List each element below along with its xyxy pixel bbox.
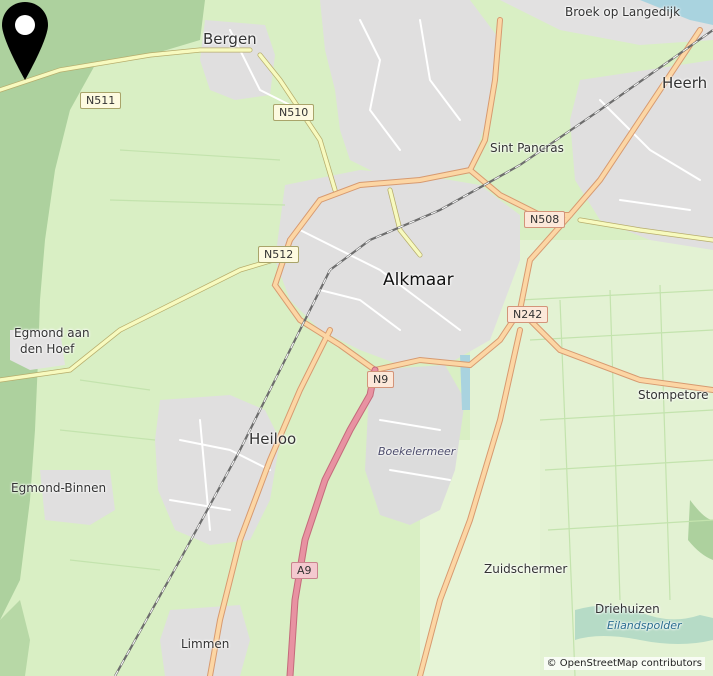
- motorway-a9: [287, 367, 378, 676]
- place-label-zuidschermer: Zuidschermer: [484, 562, 568, 576]
- forest-patch: [0, 600, 30, 676]
- dune-forest: [0, 0, 205, 620]
- urban-broek: [500, 0, 713, 45]
- place-label-heiloo: Heiloo: [249, 430, 297, 448]
- eilandspolder-wetland: [575, 605, 713, 644]
- road-shield-n511: N511: [80, 92, 122, 109]
- place-label-limmen: Limmen: [181, 637, 230, 651]
- urban-alkmaar-north: [320, 0, 500, 180]
- urban-egmond-binnen: [40, 470, 115, 525]
- urban-egmond-aan-den-hoef: [10, 330, 65, 370]
- place-label-driehuizen: Driehuizen: [595, 602, 660, 616]
- road-shield-n510: N510: [273, 104, 315, 121]
- urban-limmen: [160, 605, 250, 676]
- place-label-egmond-binnen: Egmond-Binnen: [11, 481, 107, 495]
- place-label-boekelermeer: Boekelermeer: [378, 445, 456, 458]
- place-label-stompetoren: Stompetore: [638, 388, 709, 402]
- primary-roads: [208, 18, 713, 676]
- canal: [460, 355, 470, 410]
- place-label-heerhugowaard: Heerh: [662, 74, 708, 92]
- road-shield-n9: N9: [367, 371, 395, 388]
- ditches: [59, 149, 713, 676]
- road-shield-n508: N508: [524, 211, 566, 228]
- place-label-broek-op-langedijk: Broek op Langedijk: [565, 5, 681, 19]
- place-label-egmond-aan-den-hoef-line1: Egmond aan: [14, 326, 90, 340]
- place-label-bergen: Bergen: [203, 30, 257, 48]
- urban-boekelermeer: [365, 365, 465, 525]
- minor-roads: [169, 19, 701, 531]
- road-shield-n242: N242: [507, 306, 549, 323]
- road-shield-a9: A9: [291, 562, 318, 579]
- place-label-eilandspolder: Eilandspolder: [607, 619, 682, 632]
- road-shield-n512: N512: [258, 246, 300, 263]
- urban-bergen: [200, 20, 275, 100]
- place-label-alkmaar: Alkmaar: [383, 270, 454, 290]
- place-label-egmond-aan-den-hoef-line2: den Hoef: [20, 342, 75, 356]
- map-attribution[interactable]: © OpenStreetMap contributors: [543, 657, 705, 670]
- railway-dashes: [114, 29, 713, 676]
- forest-patch: [688, 500, 713, 560]
- urban-alkmaar: [275, 170, 520, 365]
- urban-heerhugowaard: [570, 60, 713, 250]
- map-pin-icon[interactable]: [0, 0, 50, 82]
- water: [640, 0, 713, 25]
- place-label-sint-pancras: Sint Pancras: [490, 141, 564, 155]
